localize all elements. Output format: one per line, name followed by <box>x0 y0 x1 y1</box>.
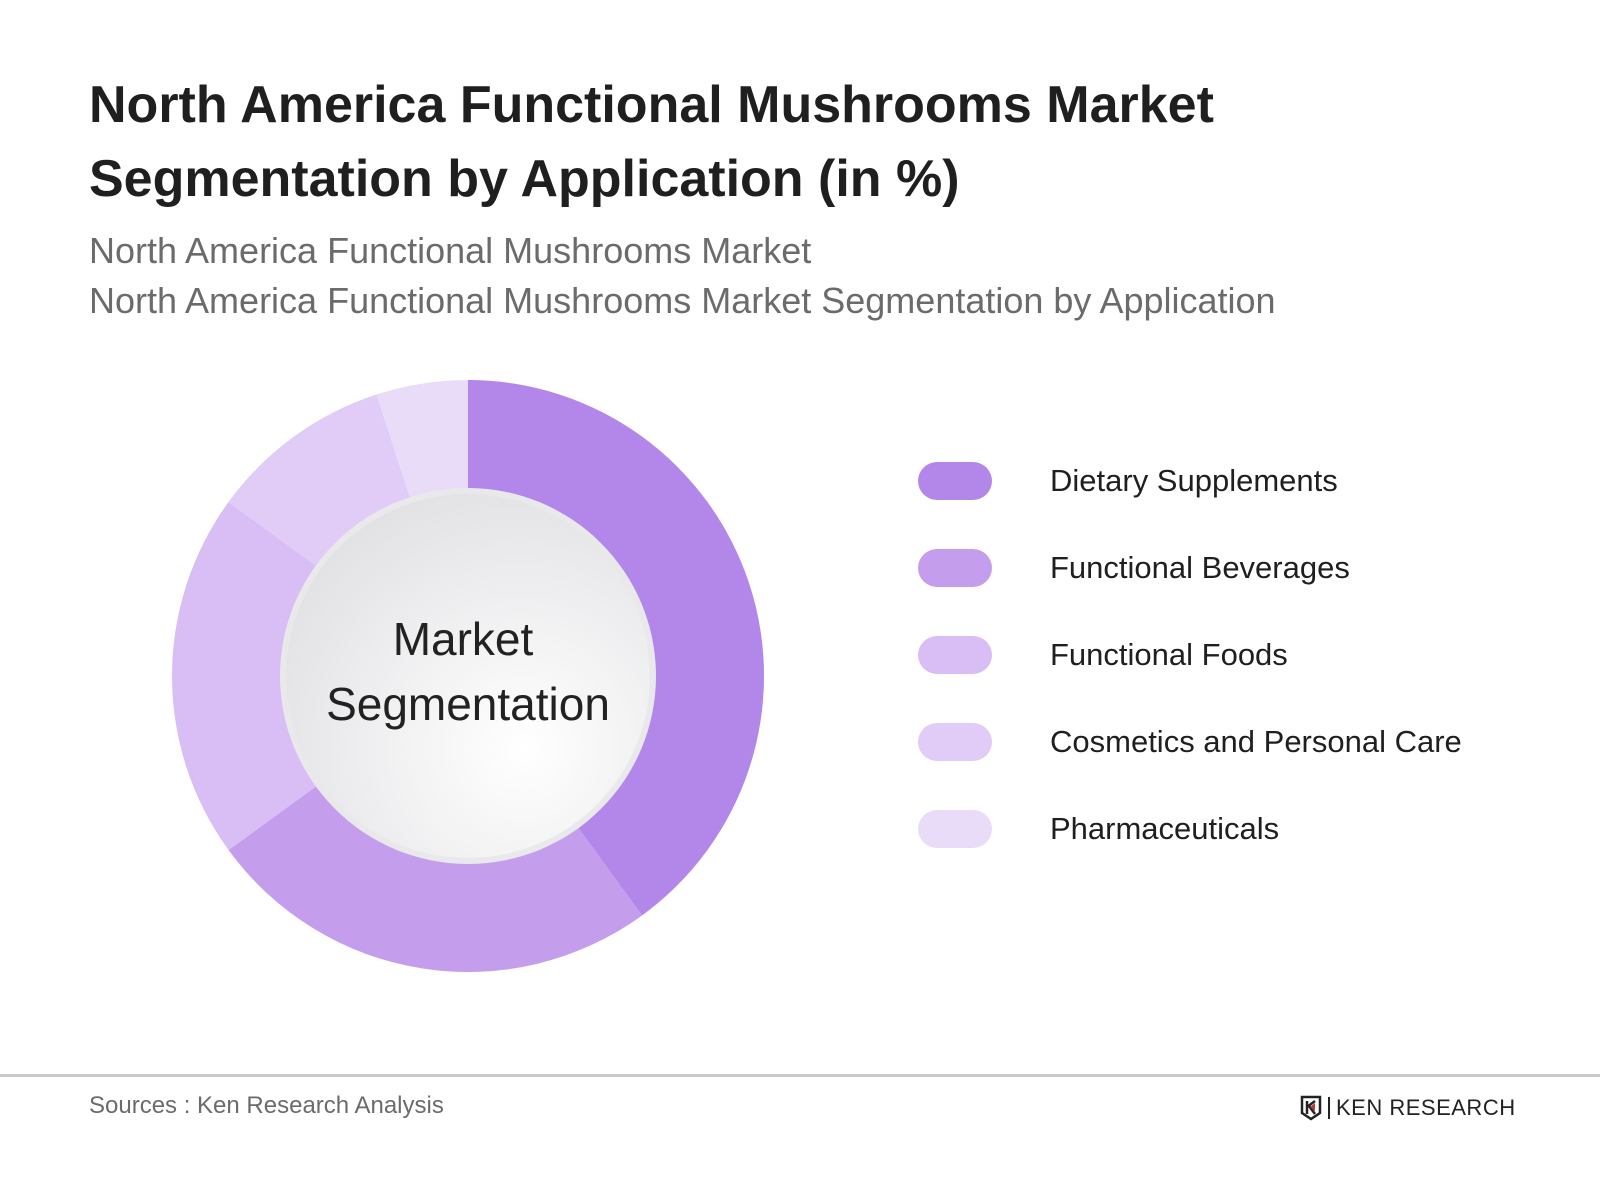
legend-swatch <box>918 636 992 674</box>
legend-swatch <box>918 549 992 587</box>
chart-subtitle-1: North America Functional Mushrooms Marke… <box>89 230 812 271</box>
legend-swatch <box>918 810 992 848</box>
source-note: Sources : Ken Research Analysis <box>89 1092 444 1119</box>
legend-item-functional-foods: Functional Foods <box>918 636 1288 674</box>
ken-research-logo-icon <box>1300 1095 1322 1121</box>
donut-chart: Market Segmentation <box>172 380 765 972</box>
center-label-line2: Segmentation <box>326 678 610 730</box>
legend-item-pharmaceuticals: Pharmaceuticals <box>918 810 1279 848</box>
logo-separator <box>1328 1097 1330 1119</box>
donut-slice-functional-beverages <box>228 775 642 972</box>
chart-title: North America Functional Mushrooms Marke… <box>89 76 1214 208</box>
legend-item-cosmetics: Cosmetics and Personal Care <box>918 723 1462 761</box>
ken-research-logo: KEN RESEARCH <box>1300 1095 1516 1121</box>
donut-slice-functional-foods <box>172 502 331 850</box>
legend-label: Functional Foods <box>1050 637 1288 672</box>
legend-item-dietary-supplements: Dietary Supplements <box>918 462 1338 500</box>
legend-label: Dietary Supplements <box>1050 463 1338 498</box>
legend-label: Pharmaceuticals <box>1050 811 1280 846</box>
center-label-line1: Market <box>393 613 534 665</box>
donut-slice-pharmaceuticals <box>376 380 468 515</box>
legend-item-functional-beverages: Functional Beverages <box>918 549 1350 587</box>
legend-swatch <box>918 723 992 761</box>
chart-subtitle-2: North America Functional Mushrooms Marke… <box>89 280 1276 321</box>
legend-swatch <box>918 462 992 500</box>
legend-label: Cosmetics and Personal Care <box>1050 724 1462 759</box>
legend-label: Functional Beverages <box>1050 550 1350 585</box>
footer-divider <box>0 1074 1600 1077</box>
logo-text: KEN RESEARCH <box>1336 1095 1516 1120</box>
donut-center <box>286 494 650 858</box>
